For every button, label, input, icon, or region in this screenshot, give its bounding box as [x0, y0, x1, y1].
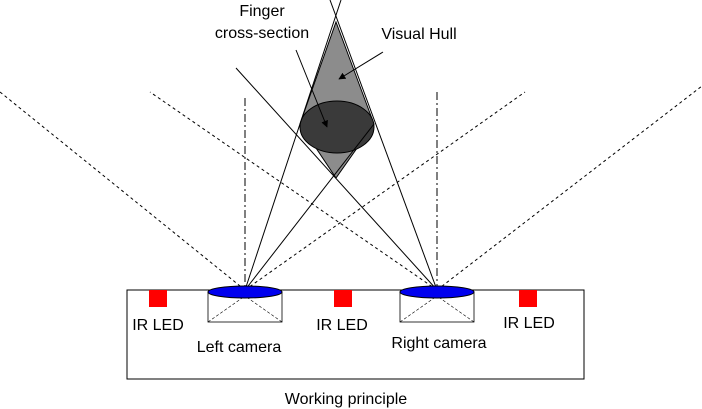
right-camera-lens [399, 285, 475, 299]
visual-hull-label: Visual Hull [381, 26, 456, 43]
visual-hull-shape [299, 20, 375, 179]
right-camera-fov-left [149, 91, 438, 291]
right-camera-ray-1 [329, 0, 438, 291]
finger-cross-section-shape [299, 100, 375, 154]
left-camera-fov-right [244, 91, 526, 291]
ir-led-left-label: IR LED [132, 317, 184, 334]
right-camera-fov-right [436, 85, 702, 291]
caption: Working principle [285, 391, 408, 408]
ir-led-left-marker [149, 290, 167, 307]
finger-label-line1: Finger [239, 3, 285, 20]
left-camera-lens [207, 285, 283, 299]
visual-hull-arrow [338, 51, 384, 80]
ir-led-right-label: IR LED [503, 315, 555, 332]
right-camera-label: Right camera [391, 335, 486, 352]
finger-arrow [295, 49, 328, 128]
ir-led-right-marker [519, 290, 537, 307]
left-camera-ray-2 [244, 123, 375, 291]
device-housing [126, 289, 585, 380]
ir-led-center-marker [334, 290, 352, 307]
right-camera-ray-2 [235, 67, 438, 291]
finger-label-line2: cross-section [215, 25, 309, 42]
ir-led-center-label: IR LED [316, 317, 368, 334]
left-camera-fov-left [0, 91, 246, 291]
left-camera-ray-1 [244, 0, 342, 291]
left-camera-label: Left camera [197, 339, 282, 356]
